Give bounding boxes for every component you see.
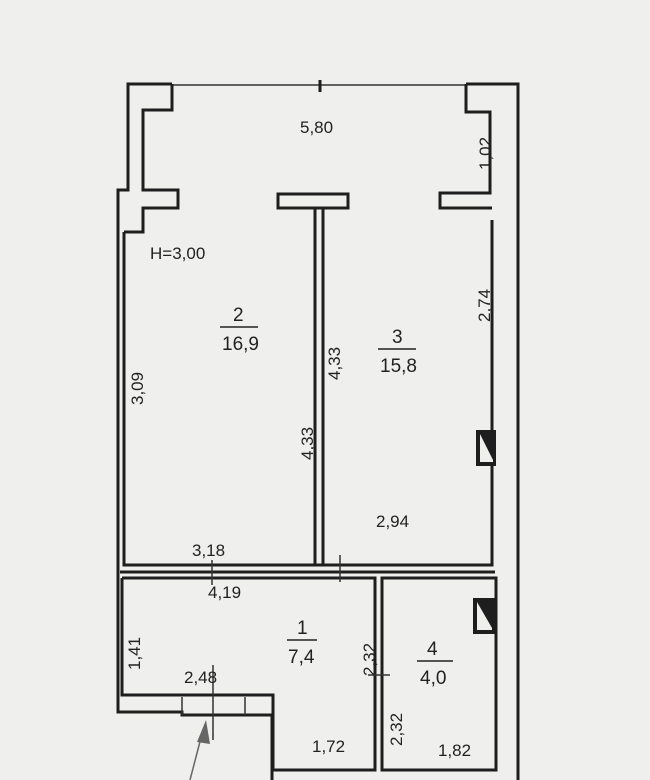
room-area: 7,4 bbox=[288, 647, 315, 668]
balcony-wall-right bbox=[438, 84, 492, 210]
dim-room3-right: 2,74 bbox=[475, 289, 494, 322]
room2-walls bbox=[122, 232, 318, 567]
room-number: 4 bbox=[427, 639, 438, 660]
room-area: 15,8 bbox=[380, 356, 417, 377]
outer-wall bbox=[116, 82, 274, 780]
room-label-4: 4 4,0 bbox=[417, 639, 453, 689]
room-label-1: 1 7,4 bbox=[287, 618, 317, 668]
partition-wall bbox=[313, 206, 325, 567]
dim-balcony-width: 5,80 bbox=[300, 118, 333, 137]
dim-hall-top: 4,19 bbox=[208, 583, 241, 602]
room1-walls bbox=[120, 576, 377, 772]
dim-partition-left: 4,33 bbox=[298, 427, 317, 460]
ceiling-height: H=3,00 bbox=[150, 244, 205, 263]
room-area: 16,9 bbox=[222, 334, 259, 355]
room-area: 4,0 bbox=[420, 668, 446, 689]
room4-walls bbox=[380, 576, 498, 772]
dim-bath-wall-lower: 2,32 bbox=[387, 713, 406, 746]
room3-walls bbox=[323, 220, 494, 567]
dim-hall-entry: 2,48 bbox=[184, 668, 217, 687]
room-label-3: 3 15,8 bbox=[378, 327, 417, 377]
dim-bath-bottom: 1,82 bbox=[438, 741, 471, 760]
dim-balcony-depth: 1,02 bbox=[476, 137, 495, 170]
outer-wall-right bbox=[466, 82, 520, 780]
dim-hall-left: 1,41 bbox=[125, 637, 144, 670]
room-number: 2 bbox=[233, 305, 244, 326]
dim-partition-right: 4,33 bbox=[325, 347, 344, 380]
balcony-wall-left bbox=[124, 84, 180, 234]
dim-room2-height: 3,09 bbox=[128, 372, 147, 405]
room-label-2: 2 16,9 bbox=[220, 305, 259, 355]
dim-hall-bottom: 1,72 bbox=[312, 737, 345, 756]
vent-shaft-icon bbox=[476, 430, 496, 466]
dim-room2-bottom: 3,18 bbox=[192, 541, 225, 560]
partition-head bbox=[276, 192, 350, 210]
vent-shaft-icon bbox=[473, 598, 495, 634]
dim-room3-bottom: 2,94 bbox=[376, 512, 409, 531]
room-number: 1 bbox=[297, 618, 308, 639]
entrance-arrow-icon bbox=[189, 720, 210, 780]
dim-bath-wall-upper: 2,32 bbox=[360, 643, 379, 676]
room-number: 3 bbox=[392, 327, 403, 348]
